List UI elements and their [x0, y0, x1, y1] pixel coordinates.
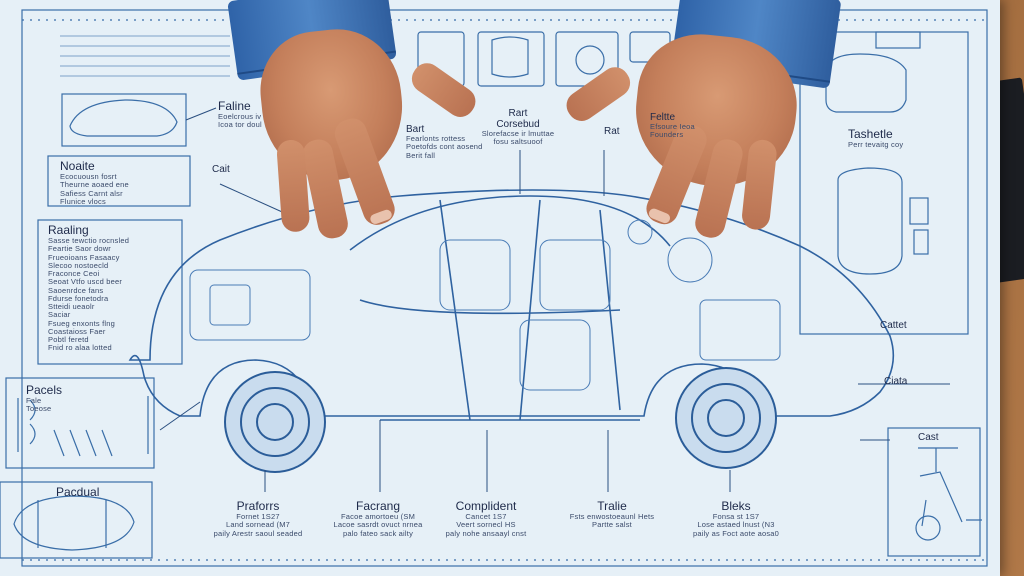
car-top-sketch: [13, 495, 135, 551]
box-raaling: [37, 219, 183, 365]
label-cait-left: Cait: [212, 164, 230, 175]
car-blueprint-drawing: [0, 9, 988, 567]
box-noaite: [47, 155, 191, 207]
box-pacdual: [0, 481, 153, 559]
leader-lines: [159, 107, 950, 492]
car-rear-sketch: [825, 53, 907, 113]
car-wheels: [224, 367, 777, 473]
box-pacels: [5, 377, 155, 469]
thumb-car-top: [477, 31, 545, 87]
box-car-side: [61, 93, 187, 147]
car-side-sketch: [69, 99, 178, 137]
label-cast: Cast: [918, 432, 939, 443]
part-box-a: [909, 197, 929, 225]
label-rat: Rat: [604, 126, 620, 137]
trolley-sketch: [915, 447, 982, 541]
spring-sketch: [17, 396, 149, 457]
sheet-border: [21, 9, 988, 567]
label-ciata: Ciata: [884, 376, 908, 387]
car-top-small-sketch: [837, 167, 903, 275]
thumb-engine-circle: [575, 45, 605, 75]
car-internals: [189, 219, 781, 391]
icon-box: [875, 31, 921, 49]
part-box-b: [913, 229, 929, 255]
box-cast: [887, 427, 981, 557]
label-pacdual: Pacdual: [56, 485, 100, 499]
label-cattet: Cattet: [880, 320, 907, 331]
header-lines: [60, 35, 230, 77]
thumb-car-top-shape: [491, 36, 529, 78]
